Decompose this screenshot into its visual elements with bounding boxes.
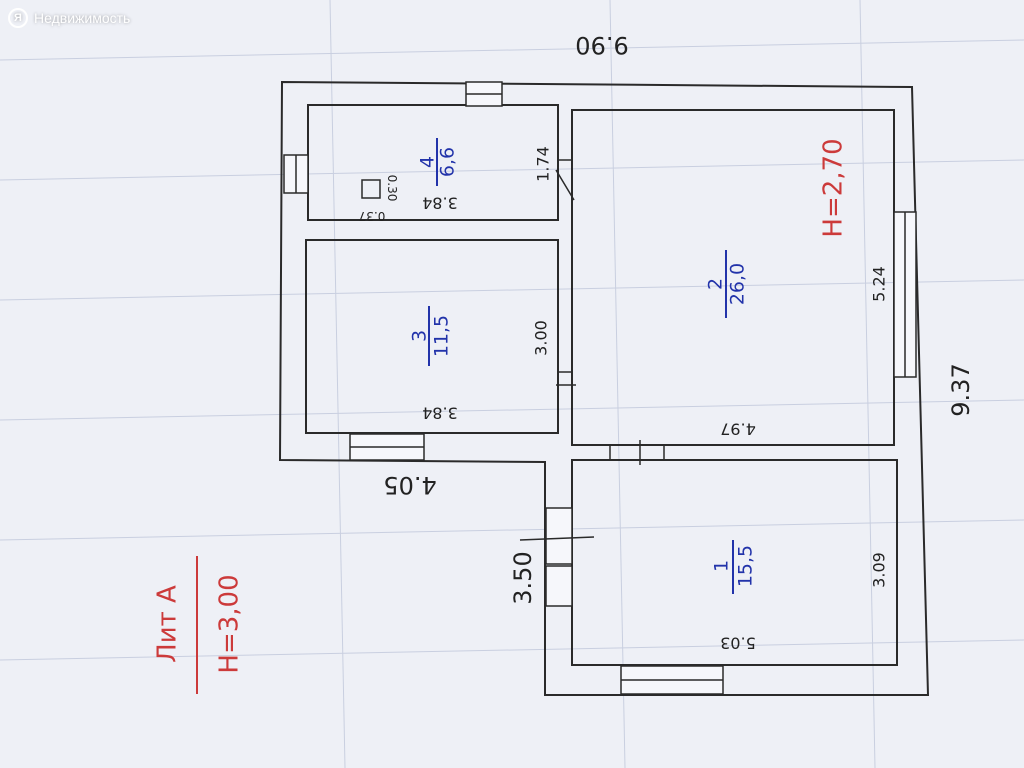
room-1-area: 15,5 [735, 545, 757, 587]
bottom-wing-depth: 3.50 [509, 551, 537, 604]
room-1-length: 5.03 [720, 634, 756, 653]
room-4-area: 6,6 [437, 147, 459, 177]
watermark: Я Недвижимость [8, 8, 130, 28]
room-4-number: 4 [417, 156, 439, 168]
room-2-width: 5.24 [870, 266, 889, 302]
room-3-width: 3.00 [532, 320, 551, 356]
overall-width: 9.90 [575, 31, 628, 59]
room-3-outline [305, 239, 559, 434]
window-room1-left-b [545, 565, 573, 607]
yandex-logo-icon: Я [8, 8, 28, 28]
room-2-height: H=2,70 [819, 138, 849, 237]
column-marker [361, 179, 381, 199]
room-2-number: 2 [705, 278, 727, 290]
lit-name: Лит А [153, 585, 183, 663]
left-wing-depth: 4.05 [383, 471, 436, 499]
room-1-number: 1 [711, 560, 733, 572]
room-3-length: 3.84 [422, 404, 458, 423]
room-1-width: 3.09 [870, 552, 889, 588]
room-4-length: 3.84 [422, 194, 458, 213]
room-4-width: 1.74 [534, 146, 553, 182]
lit-height: H=3,00 [215, 574, 245, 673]
column-width-label: 0.37 [359, 209, 386, 223]
overall-depth: 9.37 [947, 363, 975, 416]
room-2-area: 26,0 [727, 263, 749, 305]
column-height-label: 0.30 [385, 175, 399, 202]
doors [519, 159, 665, 541]
window-room1-left-a [545, 507, 573, 565]
room-3-area: 11,5 [431, 315, 453, 357]
room-2-length: 4.97 [720, 420, 756, 439]
watermark-text: Недвижимость [34, 10, 131, 26]
windows [283, 81, 917, 695]
room-3-number: 3 [409, 330, 431, 342]
